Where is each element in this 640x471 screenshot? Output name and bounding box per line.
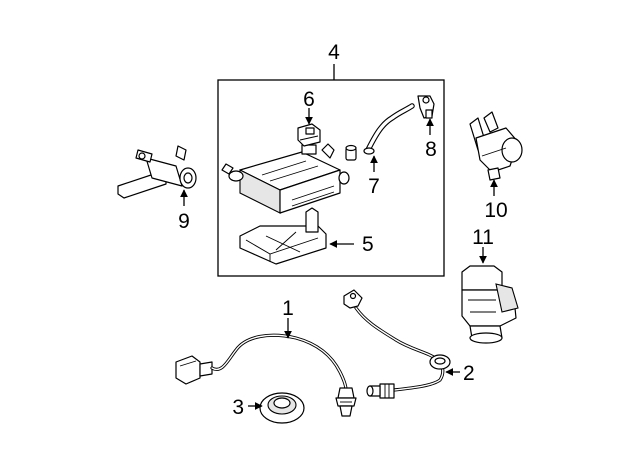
oxygen-sensor-1: [175, 333, 357, 417]
callout-4: 4: [328, 41, 340, 64]
charcoal-canister: [221, 143, 350, 214]
sensor-module: [461, 265, 519, 344]
callout-2: 2: [463, 362, 475, 385]
callout-1: 1: [282, 297, 294, 320]
callout-11: 11: [472, 226, 494, 249]
callout-6: 6: [303, 88, 315, 111]
canister-bracket: [239, 207, 327, 265]
vsv-valve: [297, 123, 321, 147]
callout-9: 9: [178, 210, 190, 233]
callout-7: 7: [368, 175, 380, 198]
hose-cap: [345, 144, 357, 161]
vacuum-switching-valve: [469, 111, 523, 181]
vacuum-hose: [363, 103, 415, 155]
elbow-fitting: [417, 95, 435, 119]
assembly-box: [217, 64, 445, 277]
callout-5: 5: [362, 233, 374, 256]
purge-valve-bracket: [117, 145, 197, 199]
callout-10: 10: [484, 199, 507, 222]
grommet: [259, 392, 305, 424]
callout-8: 8: [425, 138, 437, 161]
oxygen-sensor-2: [343, 289, 451, 399]
callout-3: 3: [232, 396, 244, 419]
